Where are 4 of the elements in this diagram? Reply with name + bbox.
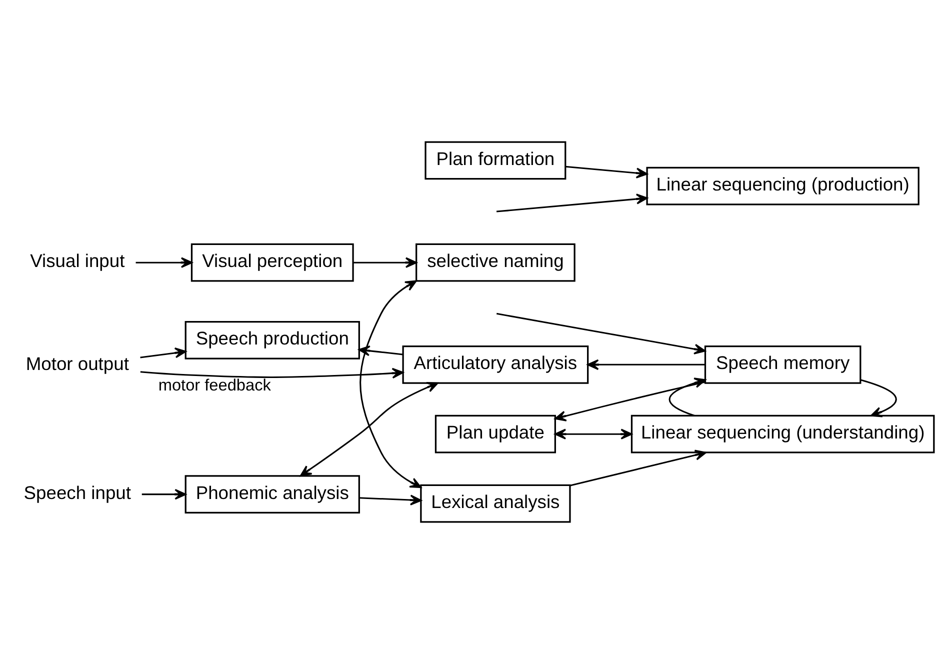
edge-label: motor feedback [158, 376, 270, 394]
node-text: Motor output [25, 353, 128, 374]
node-text: Speech input [23, 482, 130, 503]
node-text: Visual input [30, 250, 124, 272]
